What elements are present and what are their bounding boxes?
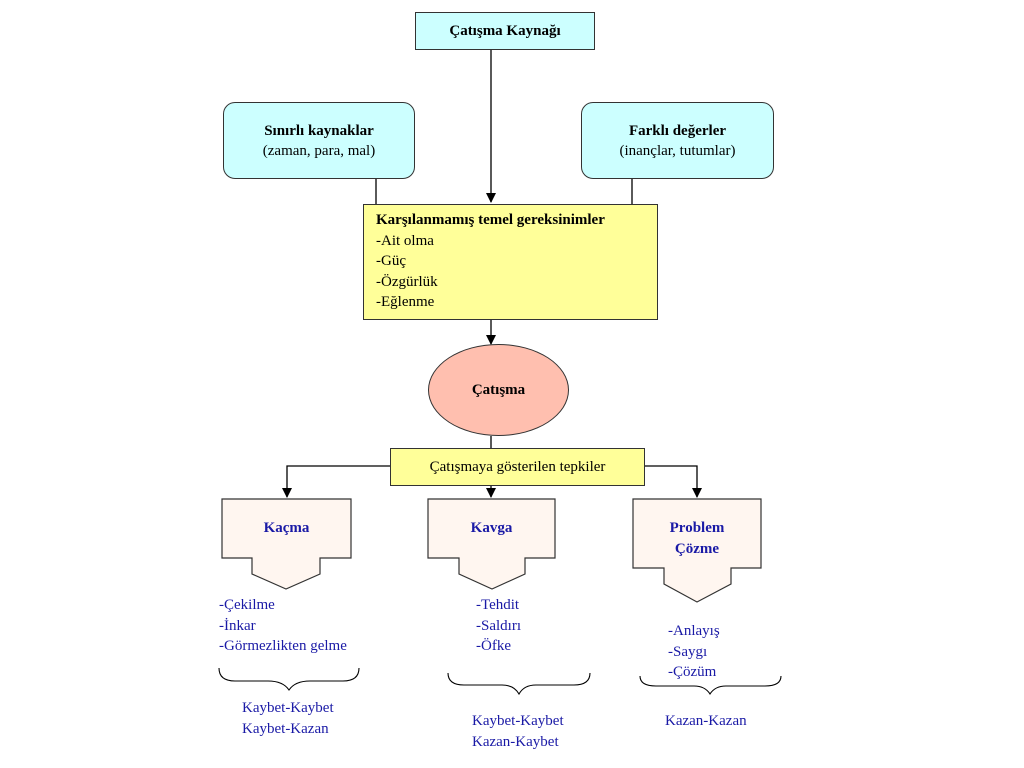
kavga-brace: [447, 672, 591, 696]
problem-solving-outcome: Kazan-Kazan: [665, 713, 747, 729]
kavga-item: -Saldırı: [476, 617, 521, 634]
different-values-box: Farklı değerler (inançlar, tutumlar): [581, 102, 774, 179]
problem-solving-title: Problem Çözme: [633, 518, 761, 559]
limited-resources-detail: (zaman, para, mal): [262, 142, 376, 159]
conflict-source-title: Çatışma Kaynağı: [449, 23, 561, 39]
kacma-item: -İnkar: [219, 617, 256, 634]
limited-resources-title: Sınırlı kaynaklar: [264, 122, 374, 139]
kavga-title: Kavga: [470, 520, 513, 536]
kavga-outcome: Kazan-Kaybet: [472, 733, 559, 750]
problem-solving-item: -Saygı: [668, 643, 708, 660]
different-values-detail: (inançlar, tutumlar): [619, 142, 736, 159]
kacma-item: -Görmezlikten gelme: [219, 638, 347, 654]
problem-solving-title-line: Çözme: [674, 540, 720, 557]
kacma-outcomes: Kaybet-Kaybet Kaybet-Kazan: [242, 698, 334, 739]
kacma-outcome: Kaybet-Kaybet: [242, 700, 334, 716]
reactions-to-problem-arrow: [645, 465, 702, 498]
kacma-items: -Çekilme -İnkar -Görmezlikten gelme: [219, 595, 347, 657]
problem-solving-title-line: Problem: [669, 520, 725, 536]
reactions-label: Çatışmaya gösterilen tepkiler: [429, 459, 606, 475]
unmet-needs-box: Karşılanmamış temel gereksinimler -Ait o…: [363, 204, 658, 320]
problem-arrow-shape: [632, 498, 762, 603]
conflict-label: Çatışma: [471, 382, 526, 398]
needs-item: -Özgürlük: [376, 273, 438, 290]
kacma-arrow-shape: [221, 498, 352, 590]
conflict-source-box: Çatışma Kaynağı: [415, 12, 595, 50]
needs-item: -Güç: [376, 253, 406, 269]
reactions-box: Çatışmaya gösterilen tepkiler: [390, 448, 645, 486]
unmet-needs-title: Karşılanmamış temel gereksinimler: [376, 212, 605, 228]
kavga-item: -Tehdit: [476, 597, 520, 613]
kavga-item: -Öfke: [476, 638, 511, 654]
conflict-ellipse: Çatışma: [428, 344, 569, 436]
different-values-title: Farklı değerler: [628, 122, 727, 139]
needs-item: -Ait olma: [376, 232, 434, 249]
kavga-outcome: Kaybet-Kaybet: [472, 713, 564, 729]
kavga-arrow-shape: [427, 498, 556, 590]
problem-solving-items: -Anlayış -Saygı -Çözüm: [668, 621, 720, 683]
kacma-brace: [218, 667, 360, 691]
kacma-outcome: Kaybet-Kazan: [242, 720, 329, 737]
needs-item: -Eğlenme: [376, 294, 435, 310]
kavga-items: -Tehdit -Saldırı -Öfke: [476, 595, 521, 657]
limited-resources-box: Sınırlı kaynaklar (zaman, para, mal): [223, 102, 415, 179]
kacma-title: Kaçma: [263, 520, 310, 536]
reactions-to-kacma-arrow: [282, 465, 390, 498]
problem-solving-item: -Çözüm: [668, 664, 717, 680]
problem-solving-item: -Anlayış: [668, 623, 720, 639]
problem-solving-outcomes: Kazan-Kazan: [665, 711, 747, 732]
problem-brace: [639, 675, 782, 696]
kacma-item: -Çekilme: [219, 597, 275, 613]
kavga-outcomes: Kaybet-Kaybet Kazan-Kaybet: [472, 711, 564, 752]
